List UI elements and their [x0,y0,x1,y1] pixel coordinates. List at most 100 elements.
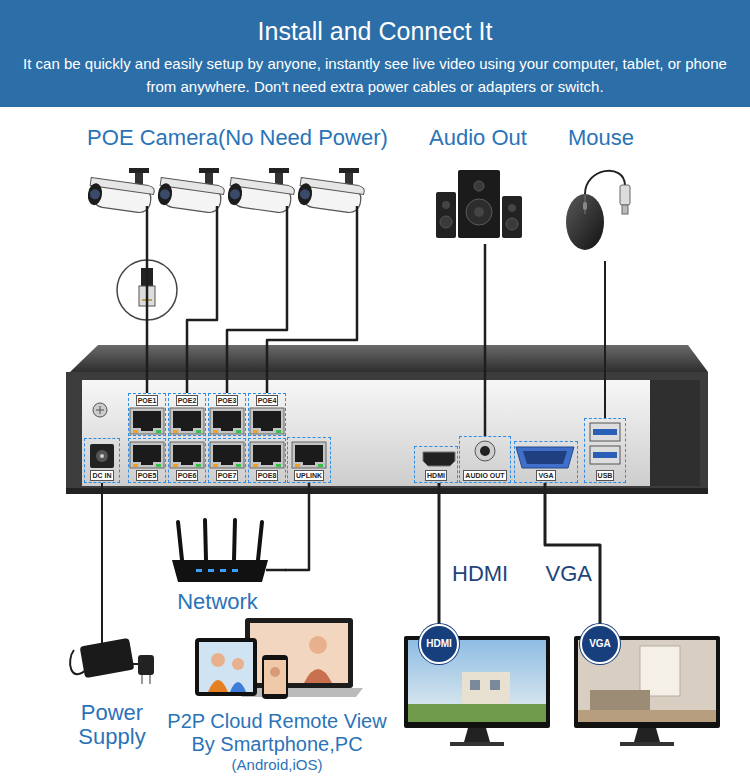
badge-text: HDMI [426,638,452,650]
rj45-port [130,442,164,468]
node-text: POE Camera(No Need Power) [87,126,388,151]
camera [156,168,225,214]
cable-connector [267,244,357,393]
audio-jack [475,441,495,461]
poe-port: POE2 [168,393,206,436]
camera [86,168,155,214]
wall-plug [138,655,154,675]
node-text: (Android,iOS) [232,756,323,774]
camera-wire [146,206,149,244]
hdmi-badge: HDMI [419,624,459,664]
monitor-foot [450,742,504,746]
display-sofa [590,690,650,710]
port-label: POE8 [256,470,279,481]
poe-port: POE4 [248,393,286,436]
router-light [208,569,214,572]
phone [262,655,288,699]
usb-plug-tip [622,205,628,214]
display-lawn [408,704,546,722]
cable-connector [438,483,441,624]
poe-port: POE7 [208,438,246,483]
subtitle-text: It can be quickly and easily setup by an… [15,52,735,98]
vga-socket [516,447,574,468]
display-window [640,646,680,696]
cable-connector [484,244,487,436]
monitor-foot [620,742,674,746]
dc-jack-pin [100,454,104,458]
port-label: HDMI [425,470,447,481]
camera-group: POE Camera(No Need Power) [80,126,395,244]
display-figure [230,682,246,692]
port-label: AUDIO OUT [463,470,506,481]
node-text: P2P Cloud Remote View By Smartphone,PC [157,710,397,756]
nvr-base [66,488,708,494]
camera-wire [216,206,219,244]
camera-wire [286,206,289,244]
port-label: POE1 [136,395,159,406]
phone-display [264,660,286,694]
cable-label: VGA [544,561,594,587]
speaker-cone [440,216,452,228]
subwoofer [458,170,500,238]
poe-port: POE6 [168,438,206,483]
usb-port: USB [584,418,626,483]
port-label: VGA [536,470,555,481]
router-body [172,560,268,582]
rj45-port [210,408,244,434]
plug-pin [149,675,151,684]
rj45-port [170,408,204,434]
usb-socket [590,423,620,441]
router-antenna [178,522,182,560]
monitor-stand [634,728,660,742]
power-supply-group: Power Supply [61,625,163,750]
poe-port: POE3 [208,393,246,436]
poe-port: POE1 [128,393,166,436]
edge-label-holder: VGA [544,561,594,587]
display-figure [208,680,228,692]
nvr-panel [82,380,650,486]
vga-port: VGA [514,441,578,483]
hdmi-socket [423,452,455,466]
tablet [195,638,257,696]
node-text: Network [177,590,258,615]
router-group: Network [150,515,285,615]
power-adapter [80,638,135,678]
cable-connector [604,261,606,418]
speaker-cone [474,181,484,191]
router-light [232,569,238,572]
ground-screw [93,403,107,417]
vga-pins [523,451,567,464]
port-label: POE6 [176,470,199,481]
port-label: POE2 [176,395,199,406]
speaker-cone [466,199,492,225]
node-text: Audio Out [429,126,527,151]
vga-badge: VGA [580,624,620,664]
cable-connector [227,244,287,393]
dc-jack-hole [96,450,108,462]
usb-tongue [593,452,617,458]
rj45-port [210,442,244,468]
port-label: DC IN [90,470,113,481]
remote-view-group: P2P Cloud Remote View By Smartphone,PC(A… [157,612,397,774]
rj45-port [292,442,326,468]
page-title: Install and Connect It [0,16,750,46]
audio-port: AUDIO OUT [459,436,511,483]
display-figure [211,653,225,667]
usb-socket [590,446,620,464]
speaker-cone [506,218,518,230]
router-light [196,569,202,572]
router-antenna [234,520,235,560]
router-wire [266,569,286,572]
camera [296,168,365,214]
display-window [470,680,480,690]
port-label: POE3 [216,395,239,406]
power-port: DC IN [84,438,120,483]
rj45-port [170,442,204,468]
nvr-back [66,372,708,492]
monitor-stand [464,728,490,742]
uplink-port: UPLINK [287,437,331,483]
hdmi-port: HDMI [414,446,458,483]
